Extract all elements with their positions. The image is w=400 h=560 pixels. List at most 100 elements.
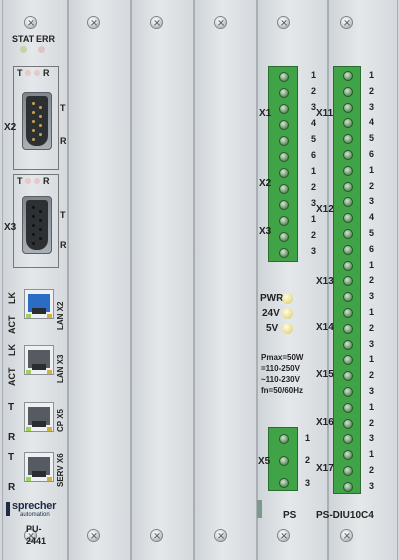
x12-pin: 1 [369,165,375,175]
x14-label: X14 [316,322,334,333]
x11-pin: 5 [369,133,375,143]
terminal-screw-icon [343,434,353,444]
x2-led-r [34,70,40,76]
lan-led-icon [47,314,52,318]
x11-label: X11 [316,108,334,119]
lan-x3-port[interactable] [24,345,54,375]
screw-icon [151,530,162,541]
screw-icon [215,530,226,541]
io-module-name: PS-DIU10C4 [316,510,374,521]
terminal-screw-icon [343,419,353,429]
empty-slot-3 [194,0,257,560]
terminal-screw-icon [279,434,289,444]
port-x2 [13,66,59,170]
x3-dsub-connector[interactable] [22,196,52,254]
cp-x5-port[interactable] [24,402,54,432]
terminal-screw-icon [343,150,353,160]
spec-ac: ~110-230V [261,375,300,384]
x5-label: X5 [258,456,271,467]
empty-slot-1 [68,0,131,560]
terminal-screw-icon [279,456,289,466]
terminal-screw-icon [279,120,289,130]
socket-hole-icon [39,210,42,213]
screw-icon [25,530,36,541]
ps-x2-pin: 3 [311,198,317,208]
terminal-screw-icon [279,184,289,194]
lan-x3-act-label: ACT [7,367,17,387]
terminal-screw-icon [279,216,289,226]
serv-x6-label: SERV X6 [56,453,65,487]
terminal-screw-icon [343,197,353,207]
terminal-screw-icon [279,168,289,178]
serv-x6-t-label: T [8,452,15,463]
terminal-screw-icon [343,166,353,176]
cp-x5-t-label: T [8,402,15,413]
lan-x2-port[interactable] [24,289,54,319]
socket-hole-icon [32,215,35,218]
pin-icon [32,120,35,123]
rj45-jack-icon [28,457,50,475]
spec-fn: fn=50/60Hz [261,386,304,395]
x3-led-t [25,178,31,184]
pwr-led [282,293,293,304]
ps-x3-pin: 2 [311,230,317,240]
ps-x3-pin: 1 [311,214,317,224]
lan-x3-label: LAN X3 [56,354,65,383]
x11-pin: 1 [369,70,375,80]
x12-label: X12 [316,204,334,215]
x16-pin: 1 [369,402,375,412]
terminal-screw-icon [279,200,289,210]
x12-pin: 6 [369,244,375,254]
terminal-screw-icon [279,88,289,98]
terminal-screw-icon [343,355,353,365]
serv-x6-port[interactable] [24,452,54,482]
rj45-notch [32,421,46,427]
x3-pin-t-label: T [60,210,66,220]
x12-pin: 4 [369,212,375,222]
terminal-screw-icon [343,245,353,255]
terminal-screw-icon [279,232,289,242]
terminal-screw-icon [343,371,353,381]
x1-pin: 3 [311,102,317,112]
x17-pin: 3 [369,481,375,491]
terminal-screw-icon [343,71,353,81]
power-terminal-block[interactable] [268,66,298,262]
rj45-jack-icon [28,350,50,368]
x17-pin: 1 [369,449,375,459]
rj45-notch [32,364,46,370]
x15-pin: 2 [369,370,375,380]
x13-pin: 3 [369,291,375,301]
x12-pin: 3 [369,196,375,206]
pin-icon [32,129,35,132]
x14-pin: 1 [369,307,375,317]
x13-pin: 2 [369,275,375,285]
pin-icon [32,138,35,141]
x2-led-t [25,70,31,76]
v24-led [282,308,293,319]
terminal-screw-icon [343,87,353,97]
x1-label: X1 [259,108,272,119]
terminal-screw-icon [343,103,353,113]
ps-x3-label: X3 [259,226,272,237]
x2-led-r-label: R [43,68,50,78]
ps-x2-label: X2 [259,178,272,189]
x5-pin: 1 [305,433,311,443]
ps-latch[interactable] [257,500,262,518]
lan-led-icon [26,314,31,318]
screw-icon [88,17,99,28]
spec-dc: =110-250V [261,364,300,373]
err-led [38,46,45,53]
x2-dsub-connector[interactable] [22,92,52,150]
rj45-notch [32,308,46,314]
screw-icon [151,17,162,28]
lan-x2-label: LAN X2 [56,301,65,330]
rj45-jack-icon [28,407,50,425]
model-line2: 2441 [26,536,47,546]
x11-pin: 2 [369,86,375,96]
terminal-screw-icon [279,72,289,82]
x11-pin: 6 [369,149,375,159]
spec-pmax: Pmax=50W [261,353,304,362]
ps-x2-pin: 1 [311,166,317,176]
socket-hole-icon [39,219,42,222]
screw-icon [341,530,352,541]
